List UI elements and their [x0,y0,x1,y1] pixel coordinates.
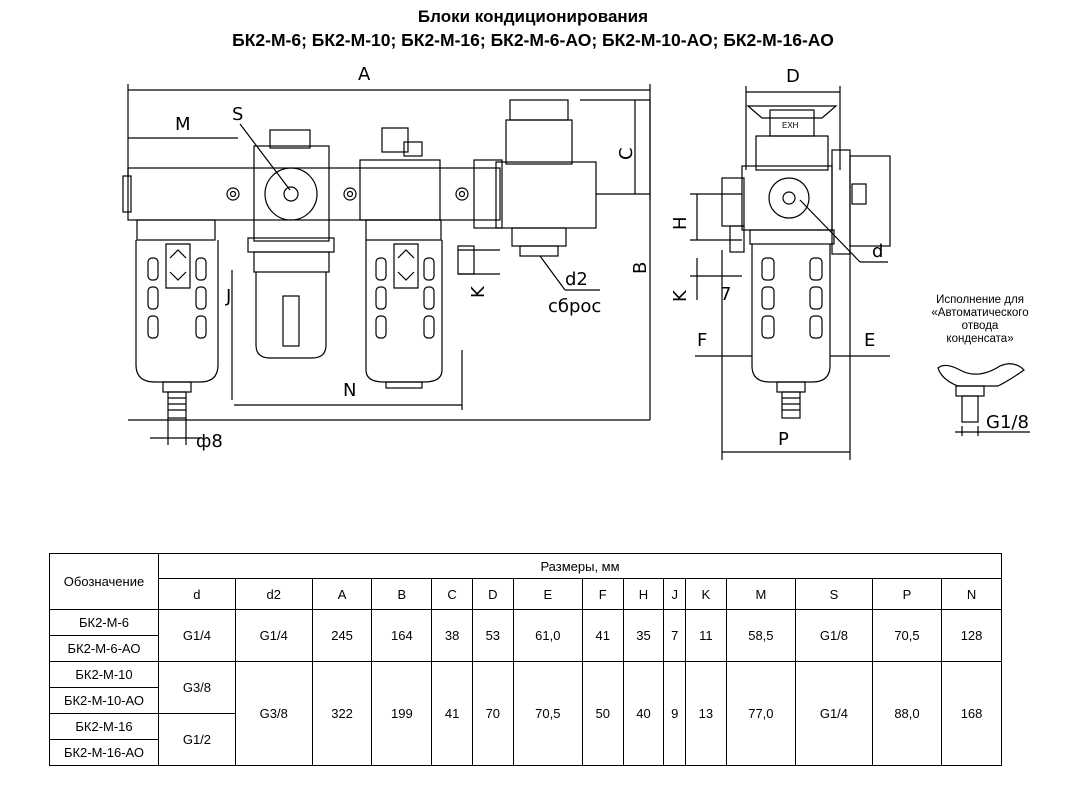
title-line-2: БК2-М-6; БК2-М-10; БК2-М-16; БК2-М-6-АО;… [232,30,834,50]
cell-d2: G3/8 [234,661,313,766]
technical-drawing: A M S ф8 [122,64,1030,460]
auto-drain-note: Исполнение для «Автоматического отвода к… [920,294,1040,346]
auto-drain-note-line-3: конденсата» [946,333,1014,345]
title-line-1: Блоки кондиционирования [417,7,649,26]
designation-header: Обозначение [49,553,159,610]
cell-d: G1/4 [158,609,236,662]
dim-label-h: H [670,216,691,230]
col-header-d-size: D [471,578,514,610]
col-header-d: d [158,578,236,610]
cell-d2: G1/4 [234,609,313,662]
cell-b: 164 [371,609,433,662]
cell-s: G1/4 [795,661,873,766]
dim-label-a: A [358,64,371,85]
col-header-a: A [311,578,373,610]
dim-label-b: B [630,262,651,274]
cell-f: 50 [581,661,624,766]
cell-e: 70,5 [512,661,583,766]
cell-s: G1/8 [795,609,873,662]
row-name: БК2-М-6-АО [49,635,159,662]
cell-m: 58,5 [725,609,797,662]
row-name: БК2-М-6 [49,609,159,636]
cell-j: 9 [663,661,687,766]
cell-n: 128 [941,609,1002,662]
col-header-p: P [871,578,943,610]
col-header-c: C [431,578,473,610]
col-header-m: M [725,578,797,610]
dim-label-f: F [697,330,707,351]
dim-label-seven: 7 [720,284,731,305]
dim-label-k-front: K [468,285,489,298]
front-view: A M S ф8 [122,64,651,452]
col-header-n: N [941,578,1002,610]
cell-b: 199 [371,661,433,766]
cell-p: 70,5 [871,609,943,662]
cell-c: 41 [431,661,473,766]
dim-label-sbros: сброс [548,296,601,317]
cell-h: 35 [622,609,665,662]
cell-d: G3/8 [158,661,236,714]
dimensions-table: Обозначение Размеры, мм d d2 A B C D E F… [49,553,1002,766]
auto-drain-note-line-1: Исполнение для [936,294,1024,306]
auto-drain-detail: G1/8 [937,363,1030,436]
cell-d: G1/2 [158,713,236,766]
cell-f: 41 [581,609,624,662]
dim-label-c: C [616,147,637,160]
cell-p: 88,0 [871,661,943,766]
dim-label-d-lower: d [872,241,883,262]
col-header-d2: d2 [234,578,313,610]
dim-label-n: N [343,380,356,401]
col-header-s: S [795,578,873,610]
dim-label-e: E [864,330,875,351]
cell-h: 40 [622,661,665,766]
exh-label: EXH [782,121,799,130]
col-header-j: J [663,578,687,610]
dim-label-j: J [225,286,231,307]
dim-label-phi8: ф8 [196,431,223,452]
cell-c: 38 [431,609,473,662]
row-name: БК2-М-10 [49,661,159,688]
side-view: D EXH d H K 7 [670,66,891,460]
cell-a: 322 [311,661,373,766]
dim-label-k-side: K [670,289,691,302]
dim-label-p: P [778,429,789,450]
row-name: БК2-М-16-АО [49,739,159,766]
col-header-e: E [512,578,583,610]
cell-m: 77,0 [725,661,797,766]
col-header-b: B [371,578,433,610]
dim-label-d2: d2 [565,269,588,290]
sizes-header: Размеры, мм [158,553,1002,579]
cell-e: 61,0 [512,609,583,662]
dim-label-s: S [232,104,243,125]
auto-drain-note-line-2: «Автоматического отвода [931,307,1029,332]
col-header-f: F [581,578,624,610]
cell-d-size: 70 [471,661,514,766]
dim-label-g18: G1/8 [986,412,1029,433]
cell-j: 7 [663,609,687,662]
cell-k: 13 [685,661,727,766]
cell-k: 11 [685,609,727,662]
cell-a: 245 [311,609,373,662]
cell-d-size: 53 [471,609,514,662]
row-name: БК2-М-10-АО [49,687,159,714]
cell-n: 168 [941,661,1002,766]
col-header-k: K [685,578,727,610]
col-header-h: H [622,578,665,610]
dim-label-d-upper: D [786,66,800,87]
row-name: БК2-М-16 [49,713,159,740]
dim-label-m: M [175,114,191,135]
